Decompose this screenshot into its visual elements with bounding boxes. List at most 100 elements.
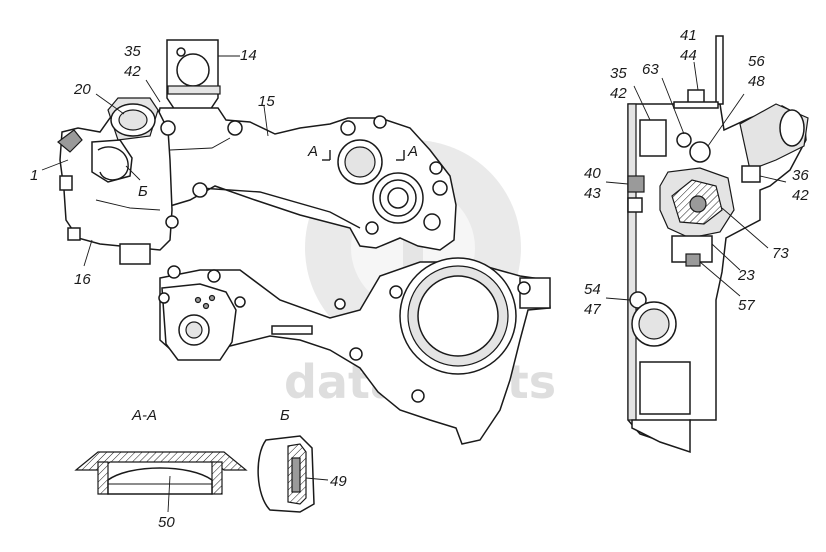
callout-40: 40 <box>584 165 601 182</box>
detail-aa-plug-wall-r <box>211 461 223 495</box>
callout-36: 36 <box>792 167 809 184</box>
housing-plug <box>59 175 73 191</box>
leader-23 <box>711 243 741 271</box>
side-bottom-fin <box>631 419 691 454</box>
callout-56: 56 <box>748 53 765 70</box>
thermostat-sensor <box>57 129 83 153</box>
bracket-hole <box>176 53 210 87</box>
boss-7 <box>423 213 441 231</box>
housing-foot <box>119 243 151 265</box>
boss-4 <box>192 182 208 198</box>
detail-b: Б 49 <box>257 407 347 513</box>
callout-23: 23 <box>737 267 755 284</box>
side-bar-pipe <box>715 35 724 105</box>
detail-aa-cup <box>107 467 213 495</box>
callout-57: 57 <box>738 297 755 314</box>
thermostat-valve <box>689 195 707 213</box>
pump-dot-2 <box>202 302 210 310</box>
callout-20: 20 <box>73 81 91 98</box>
callout-b: Б <box>138 183 148 200</box>
callout-42-side-top: 42 <box>610 85 627 102</box>
boss-3 <box>373 115 387 129</box>
pump-dot-1 <box>194 296 202 304</box>
pump-bolt-3 <box>158 292 170 304</box>
boss-8 <box>365 221 379 235</box>
leader-16 <box>83 239 93 267</box>
boss-6 <box>432 180 448 196</box>
callout-44: 44 <box>680 47 697 64</box>
leader-1 <box>41 159 69 171</box>
section-label-right: A <box>407 143 418 160</box>
housing-bolt-2 <box>165 215 179 229</box>
side-neck-opening <box>779 109 805 147</box>
cover-boss-2 <box>517 281 531 295</box>
leader-40-43 <box>605 181 629 185</box>
detail-b-title: Б <box>280 407 290 424</box>
detail-aa-plug-wall <box>97 461 109 495</box>
pump-bolt-2 <box>207 269 221 283</box>
side-view: 41 44 63 35 42 56 48 40 43 36 42 73 23 5… <box>584 27 809 454</box>
callout-41: 41 <box>680 27 697 44</box>
pump-bolt-1 <box>167 265 181 279</box>
callout-35-side: 35 <box>610 65 627 82</box>
main-front-view: 14 15 35 42 20 1 Б 16 A A <box>30 39 551 445</box>
leader-b <box>125 165 141 181</box>
boss-1 <box>227 120 243 136</box>
section-label-left: A <box>307 143 318 160</box>
housing-rib <box>199 187 361 229</box>
side-left-edge <box>627 103 637 421</box>
leader-57 <box>699 261 741 297</box>
boss-5 <box>429 161 443 175</box>
leader-15 <box>263 105 269 137</box>
callout-15: 15 <box>258 93 275 110</box>
leader-20 <box>95 93 125 115</box>
housing-plug-2 <box>67 227 81 241</box>
cover-boss-4 <box>349 347 363 361</box>
side-plug-56 <box>689 141 711 163</box>
bracket-hole-small <box>176 47 186 57</box>
callout-49: 49 <box>330 473 347 490</box>
leader-36-42 <box>759 175 787 183</box>
housing-bolt-1 <box>160 120 176 136</box>
thermostat-cover <box>91 139 133 183</box>
cover-boss-3 <box>411 389 425 403</box>
cover-boss-1 <box>389 285 403 299</box>
pump-port-inner <box>185 321 203 339</box>
leader-50 <box>167 475 171 513</box>
side-plug-63 <box>676 132 692 148</box>
detail-aa-title: А-А <box>131 407 157 424</box>
housing-rib-2 <box>169 137 231 151</box>
side-top-plate <box>673 101 719 109</box>
leader-35-42-side <box>633 85 651 121</box>
callout-1: 1 <box>30 167 38 184</box>
main-seal-inner <box>417 275 499 357</box>
bracket-fin-row <box>167 85 221 95</box>
leader-56-48 <box>707 93 745 147</box>
callout-48: 48 <box>748 73 765 90</box>
callout-35: 35 <box>124 43 141 60</box>
side-fitting-36 <box>741 165 761 183</box>
callout-50: 50 <box>158 514 175 531</box>
boss-2 <box>340 120 356 136</box>
side-lower-block <box>639 361 691 415</box>
side-boss-35 <box>639 119 667 157</box>
callout-54: 54 <box>584 281 601 298</box>
leader-63 <box>661 77 685 135</box>
detail-b-seal-core <box>291 457 301 493</box>
leader-35-42 <box>145 79 161 103</box>
leader-54-47 <box>605 297 631 301</box>
callout-73: 73 <box>772 245 789 262</box>
leader-73 <box>721 207 769 249</box>
leader-41-44 <box>693 61 699 91</box>
callout-43: 43 <box>584 185 601 202</box>
callout-47: 47 <box>584 301 601 318</box>
callout-42: 42 <box>124 63 141 80</box>
housing-rib-left <box>95 199 161 211</box>
pump-bolt-4 <box>234 296 246 308</box>
leader-49 <box>305 477 329 481</box>
port-inner <box>387 187 409 209</box>
side-port-lower-inner <box>638 308 670 340</box>
cover-boss-5 <box>334 298 346 310</box>
callout-14: 14 <box>240 47 257 64</box>
